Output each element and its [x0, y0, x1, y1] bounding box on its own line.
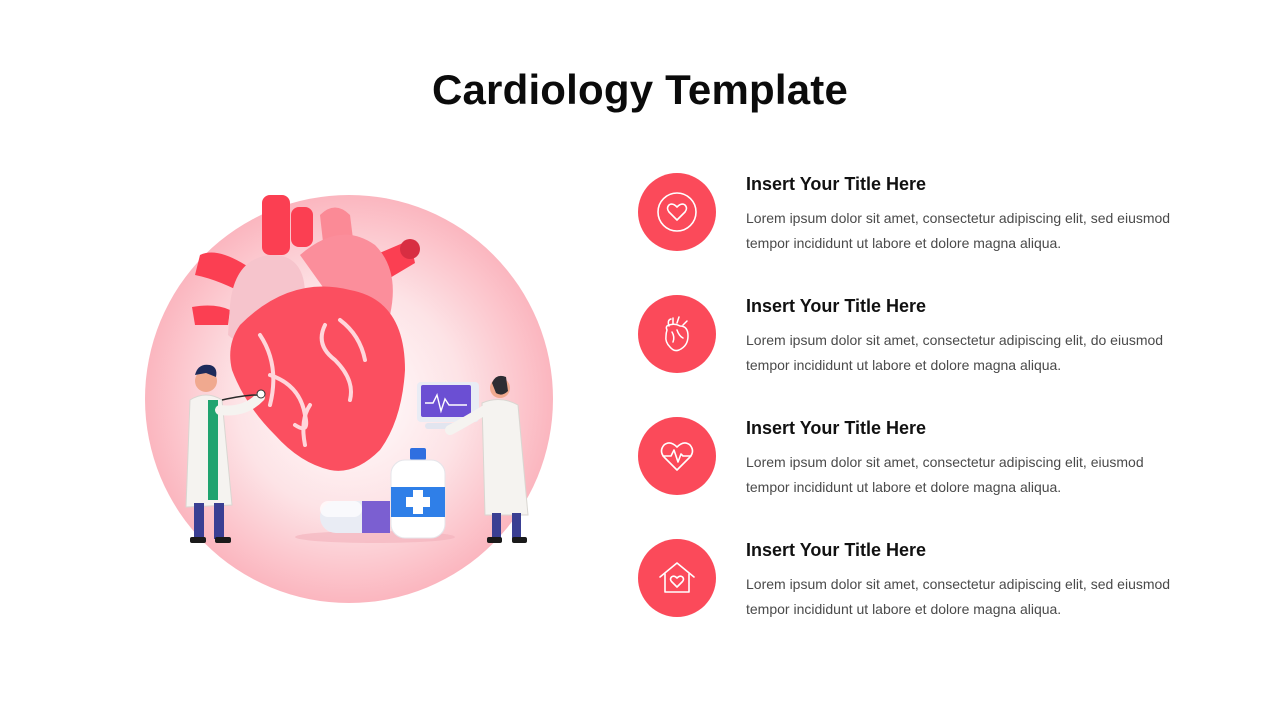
feature-title: Insert Your Title Here — [746, 540, 927, 560]
feature-description: Lorem ipsum dolor sit amet, consectetur … — [746, 454, 1144, 495]
feature-title: Insert Your Title Here — [746, 174, 927, 194]
feature-description: Lorem ipsum dolor sit amet, consectetur … — [746, 332, 1164, 373]
heart-coronary-lines — [258, 318, 367, 447]
doctor-right — [417, 375, 529, 543]
heart-with-doctors-illustration — [140, 185, 560, 610]
feature-item-4: Insert Your Title Here Lorem ipsum dolor… — [636, 536, 1196, 636]
feature-title: Insert Your Title Here — [746, 296, 927, 316]
feature-description: Lorem ipsum dolor sit amet, consectetur … — [746, 210, 1171, 251]
heart-house-icon — [638, 539, 716, 617]
heart-body — [230, 286, 405, 471]
medicine-bottle — [390, 448, 446, 539]
feature-title: Insert Your Title Here — [746, 418, 927, 438]
slide-title: Cardiology Template — [431, 66, 849, 113]
doctor-left — [185, 364, 266, 543]
feature-item-3: Insert Your Title Here Lorem ipsum dolor… — [636, 414, 1196, 514]
feature-item-2: Insert Your Title Here Lorem ipsum dolor… — [636, 292, 1196, 392]
heartbeat-icon — [638, 417, 716, 495]
pill-capsule — [320, 501, 390, 533]
feature-item-1: Insert Your Title Here Lorem ipsum dolor… — [636, 170, 1196, 270]
anatomical-heart-icon — [638, 295, 716, 373]
heart-in-circle-icon — [638, 173, 716, 251]
feature-description: Lorem ipsum dolor sit amet, consectetur … — [746, 576, 1171, 617]
